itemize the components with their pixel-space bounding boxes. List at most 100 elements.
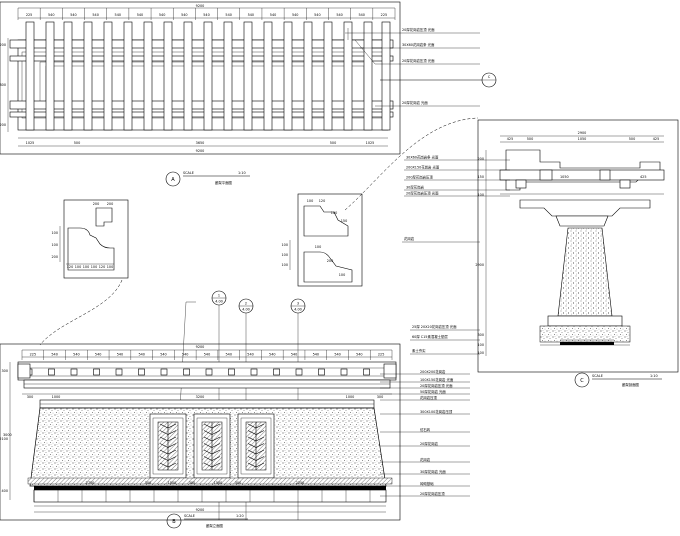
elev-top-dim: 540 [117, 353, 123, 357]
elev-top-dim: 225 [378, 353, 384, 357]
elev-callout: 30厚花岗岩 光面 [420, 469, 446, 474]
elev-bottom-dim: 2250 [296, 481, 305, 485]
plan-bottom-dim-1: 1025 [26, 141, 35, 145]
detail-2-dim: 120 [319, 199, 325, 203]
elev-callout: 50厚花岗岩 光面 [420, 389, 446, 394]
section-marker-sub: 4.00 [215, 300, 223, 304]
section-marker-sub: 4.00 [294, 308, 302, 312]
elev-top-dim: 540 [138, 353, 144, 357]
plan-callout-3: 20厚花岗岩压顶 光面 [402, 58, 435, 63]
elev-title: 廊架立面图 [206, 523, 224, 528]
elev-top-dim: 540 [226, 353, 232, 357]
plan-top-dim: 540 [358, 13, 364, 17]
rafter-end [183, 368, 190, 376]
rafter-end [160, 368, 168, 376]
detail-1-side-dim: 200 [52, 255, 58, 259]
elev-bottom-dim: 1500 [214, 481, 223, 485]
elev-callout: 20厚花岗岩 [420, 441, 438, 446]
section-left-dim-4: 2900 [475, 263, 484, 267]
rafter-end [205, 368, 213, 376]
plan-bottom-dim-5: 1025 [366, 141, 375, 145]
elev-top-dim: 540 [73, 353, 79, 357]
elev-top-dim: 540 [204, 353, 210, 357]
elev-mid-dim-1: 300 [27, 395, 33, 399]
plan-rafter [223, 21, 233, 131]
detail-1-dim: 200 [107, 202, 113, 206]
plan-rafter [183, 21, 193, 131]
elev-top-dim: 540 [95, 353, 101, 357]
detail-2-dim: 100 [315, 245, 321, 249]
elev-left-dim-3: 400 [2, 489, 8, 493]
elev-top-dim: 540 [269, 353, 275, 357]
elev-callout: 砖砌基础 [420, 481, 434, 486]
elev-rafter-ends [17, 363, 397, 379]
rafter-end [250, 368, 258, 376]
elev-bottom-dim: 1500 [168, 481, 177, 485]
section-callout: 200X150花岗岩 光面 [406, 165, 440, 170]
section-top-dim-1: 425 [507, 137, 513, 141]
section-callout: 30厚花岗岩 [406, 185, 424, 190]
section-left-dim-2: 150 [478, 175, 484, 179]
plan-rafter [123, 21, 133, 131]
leader-plan-to-section [344, 117, 479, 211]
elev-callout: 200X200花岗岩 [420, 369, 446, 374]
elev-callout: 20厚花岗岩压顶 光面 [420, 383, 453, 388]
detail-1-dim: 100 [75, 265, 81, 269]
plan-rafter [83, 21, 93, 131]
section-top-total: 2900 [578, 131, 587, 135]
plan-rafter [303, 21, 313, 131]
plan-top-dim: 540 [48, 13, 54, 17]
plan-rafter [263, 21, 273, 131]
section-callout-low-3: 素土夯实 [412, 348, 426, 353]
rafter-end [48, 368, 55, 376]
section-label-letter: C [580, 378, 584, 384]
plan-left-dim-2: 800 [0, 83, 6, 87]
rafter-end [273, 368, 280, 376]
plan-top-dim: 540 [70, 13, 76, 17]
plan-top-total: 9200 [196, 4, 205, 8]
plan-rafter [45, 21, 55, 131]
section-marker-number: 2 [245, 302, 247, 306]
section-callout: 200厚花岗岩压顶 [406, 175, 433, 180]
plan-top-dim: 540 [92, 13, 98, 17]
plan-rafter [103, 21, 113, 131]
section-label-circle [574, 372, 590, 388]
elev-callout: 花岗岩 [420, 457, 431, 462]
plan-top-dim: 540 [225, 13, 231, 17]
plan-bottom-dim-2: 500 [74, 141, 80, 145]
section-left-dim-7: 100 [478, 351, 484, 355]
section-left-dim-3: 100 [478, 193, 484, 197]
plan-top-dim: 540 [292, 13, 298, 17]
elev-callout: 20厚花岗岩压顶 [420, 491, 445, 496]
detail-2-dim: 100 [339, 273, 345, 277]
plan-rafter [243, 21, 253, 131]
section-top-dim-5: 425 [653, 137, 659, 141]
plan-bottom-dim-3: 3650 [196, 141, 205, 145]
elev-top-total: 9200 [196, 345, 205, 349]
section-callout: 30X60花岗岩条 光面 [406, 155, 439, 160]
plan-rafter [323, 21, 333, 131]
elev-scale-word: SCALE [184, 514, 195, 518]
elev-base-joints [33, 490, 371, 502]
section-title: 廊架剖面图 [622, 382, 640, 387]
elev-label-circle [166, 513, 182, 529]
plan-top-dim: 540 [336, 13, 342, 17]
plan-rafter [283, 21, 293, 131]
detail-2-side-dim: 100 [282, 263, 288, 267]
section-left-dim-6: 100 [478, 343, 484, 347]
elev-left-dim-2: 2100 [0, 437, 8, 441]
elev-mid-dim-3: 3200 [196, 395, 205, 399]
detail-2-dim: 200 [327, 259, 333, 263]
detail-2-side-dim: 100 [282, 243, 288, 247]
elev-label-letter: B [172, 519, 176, 525]
detail-2-dim: 150 [341, 219, 347, 223]
elev-callout: 仿石砖 [420, 427, 431, 432]
plan-scale-value: 1:10 [238, 171, 246, 175]
elev-top-dim: 540 [51, 353, 57, 357]
